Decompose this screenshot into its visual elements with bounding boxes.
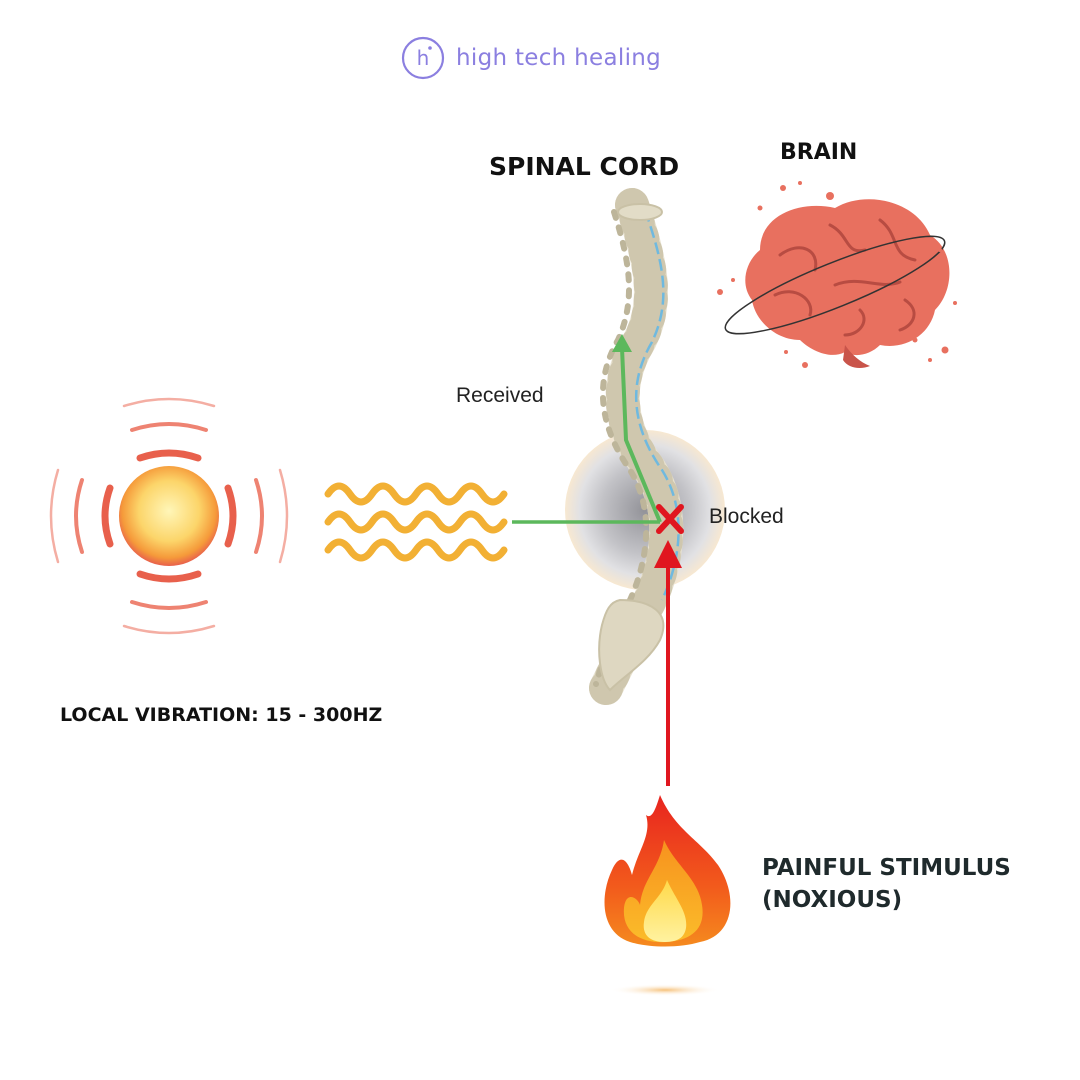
stimulus-label: PAINFUL STIMULUS (NOXIOUS) — [762, 852, 1011, 916]
received-label: Received — [456, 384, 544, 407]
brand-mark-letter: h — [417, 46, 430, 70]
vibration-label: LOCAL VIBRATION: 15 - 300HZ — [60, 704, 383, 726]
received-signal-path — [512, 334, 662, 524]
spinal-cord-title: SPINAL CORD — [489, 152, 680, 181]
stimulus-label-line2: (NOXIOUS) — [762, 887, 903, 913]
stimulus-label-line1: PAINFUL STIMULUS — [762, 855, 1011, 881]
spine-icon — [589, 188, 684, 705]
vibration-source-icon — [49, 397, 289, 635]
pain-signal-path — [654, 540, 682, 786]
brand-logo: h high tech healing — [400, 30, 661, 86]
brain-title: BRAIN — [780, 140, 858, 165]
blocked-label: Blocked — [709, 505, 784, 528]
flame-icon — [604, 795, 731, 996]
brand-name: high tech healing — [456, 45, 662, 71]
blocked-x-icon — [656, 504, 684, 534]
brain-icon — [717, 181, 957, 368]
wave-icon — [324, 482, 508, 562]
brand-mark-icon: h — [401, 36, 445, 80]
